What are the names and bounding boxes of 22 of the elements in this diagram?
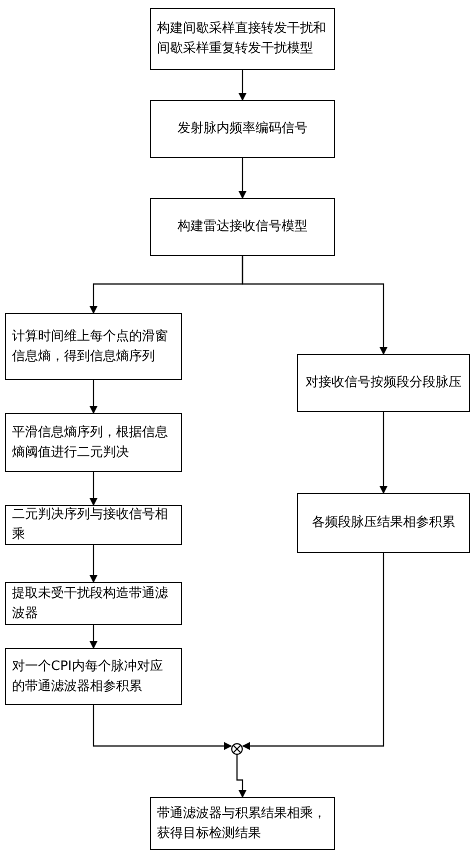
arrow	[90, 625, 98, 649]
arrow	[242, 553, 384, 750]
arrow	[90, 380, 98, 414]
process-box: 对接收信号按频段分段脉压	[297, 354, 470, 412]
process-box: 对一个CPI内每个脉冲对应的带通滤波器相参积累	[5, 648, 182, 705]
process-box: 平滑信息熵序列，根据信息熵阈值进行二元判决	[5, 413, 182, 472]
process-box: 二元判决序列与接收信号相乘	[5, 505, 182, 545]
process-box: 提取未受干扰段构造带通滤波器	[5, 582, 182, 625]
arrow	[238, 158, 246, 199]
process-box: 构建间歇采样直接转发干扰和间歇采样重复转发干扰模型	[150, 8, 335, 70]
multiply-symbol	[231, 740, 243, 752]
arrow	[92, 705, 232, 750]
arrow	[90, 545, 98, 583]
process-box: 发射脉内频率编码信号	[150, 100, 335, 158]
arrow	[380, 412, 388, 494]
arrow	[90, 472, 98, 506]
process-box: 构建雷达接收信号模型	[150, 198, 335, 256]
process-box: 计算时间维上每个点的滑窗信息熵，得到信息熵序列	[5, 313, 182, 380]
arrow	[242, 256, 388, 355]
process-box: 各频段脉压结果相参积累	[297, 493, 470, 553]
process-box: 带通滤波器与积累结果相乘，获得目标检测结果	[150, 797, 335, 850]
arrow	[238, 70, 246, 101]
